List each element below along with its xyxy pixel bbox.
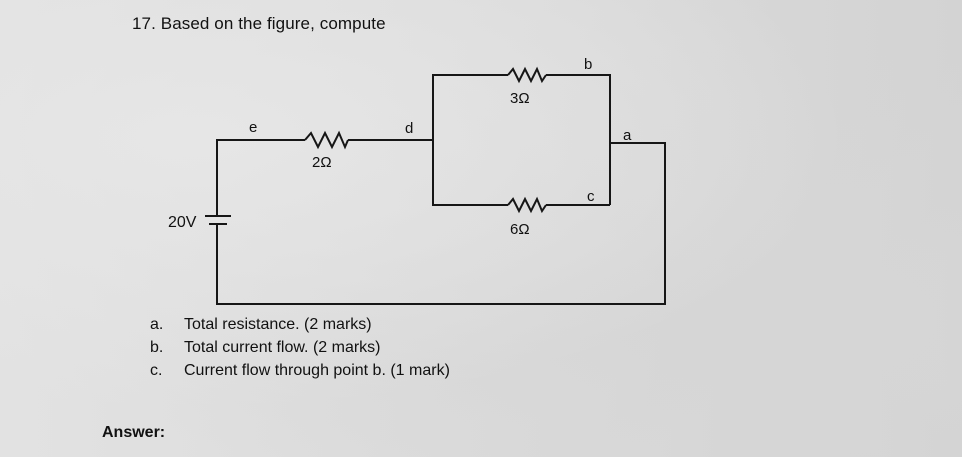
- parallel-branch-bottom: [432, 140, 508, 206]
- resistor-2-ohm: [304, 130, 349, 150]
- node-label-b: b: [584, 56, 592, 73]
- node-label-c: c: [587, 188, 595, 205]
- part-letter: c.: [150, 362, 163, 379]
- node-label-d: d: [405, 120, 413, 137]
- source-voltage-label: 20V: [168, 214, 197, 231]
- parallel-branch-top-right: [546, 74, 611, 205]
- part-text: Total current flow. (2 marks): [184, 339, 381, 356]
- question-parts-list: a. Total resistance. (2 marks) b. Total …: [150, 313, 450, 382]
- node-label-a: a: [623, 127, 632, 144]
- resistor-6-ohm-label: 6Ω: [510, 221, 530, 238]
- question-part-b: b. Total current flow. (2 marks): [150, 336, 450, 359]
- part-text: Current flow through point b. (1 mark): [184, 362, 450, 379]
- parallel-branch-top: [432, 74, 508, 140]
- wire-top-left: [216, 139, 305, 216]
- question-title: 17. Based on the figure, compute: [132, 14, 386, 33]
- answer-label: Answer:: [102, 424, 166, 441]
- wire-right-outer: [216, 142, 666, 305]
- part-letter: b.: [150, 339, 164, 356]
- question-part-a: a. Total resistance. (2 marks): [150, 313, 450, 336]
- question-part-c: c. Current flow through point b. (1 mark…: [150, 359, 450, 382]
- resistor-3-ohm-label: 3Ω: [510, 90, 530, 107]
- resistor-6-ohm: [507, 196, 547, 214]
- part-text: Total resistance. (2 marks): [184, 316, 372, 333]
- resistor-2-ohm-label: 2Ω: [312, 154, 332, 171]
- node-label-e: e: [249, 119, 257, 136]
- part-letter: a.: [150, 316, 164, 333]
- resistor-3-ohm: [507, 66, 547, 84]
